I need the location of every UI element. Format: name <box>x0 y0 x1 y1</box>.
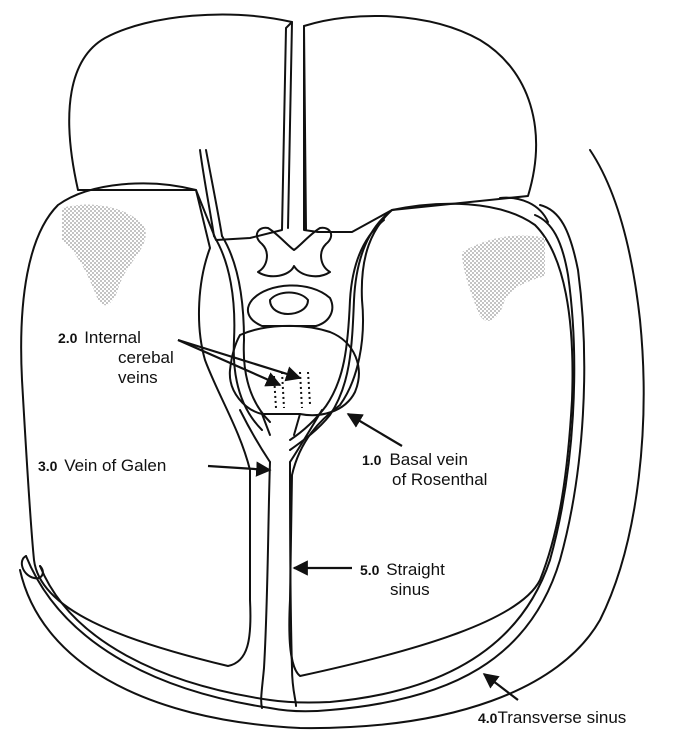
optic-chiasm <box>257 228 331 277</box>
label-basal-vein: 1.0 Basal vein of Rosenthal <box>362 450 487 490</box>
internal-cerebral-vein-right-2 <box>308 372 310 404</box>
internal-cerebral-vein-left <box>282 372 284 408</box>
label-text: Internal <box>84 328 141 347</box>
label-text: Basal vein <box>389 450 467 469</box>
right-stippled-area <box>462 235 545 321</box>
straight-sinus-left <box>261 462 270 708</box>
sigmoid-curl <box>22 556 43 578</box>
internal-cerebral-vein-right <box>300 372 302 408</box>
label-number: 2.0 <box>58 330 77 346</box>
arrow-vein-of-galen <box>208 466 270 470</box>
label-vein-of-galen: 3.0 Vein of Galen <box>38 456 166 476</box>
cerebral-peduncle-line <box>262 414 300 435</box>
arrow-transverse-sinus <box>484 674 518 700</box>
label-number: 3.0 <box>38 458 57 474</box>
label-text: Straight <box>386 560 445 579</box>
label-text: sinus <box>360 580 445 600</box>
pons-center <box>270 293 308 315</box>
label-text: cerebal <box>58 348 174 368</box>
label-internal-cerebral-veins: 2.0 Internal cerebal veins <box>58 328 174 388</box>
label-text: Transverse sinus <box>497 708 626 727</box>
left-stippled-area <box>62 205 146 306</box>
arrow-basal-vein <box>348 414 402 446</box>
internal-cerebral-vein-left-2 <box>274 376 276 408</box>
arrow-internal-cerebral-left <box>178 340 280 385</box>
label-number: 1.0 <box>362 452 381 468</box>
label-number: 4.0 <box>478 710 497 726</box>
right-frontal-lobe <box>304 16 536 232</box>
label-text: of Rosenthal <box>362 470 487 490</box>
label-text: veins <box>58 368 174 388</box>
arrow-internal-cerebral-right <box>178 340 300 378</box>
label-number: 5.0 <box>360 562 379 578</box>
label-straight-sinus: 5.0 Straight sinus <box>360 560 445 600</box>
label-text: Vein of Galen <box>64 456 166 475</box>
label-transverse-sinus: 4.0Transverse sinus <box>478 708 626 728</box>
